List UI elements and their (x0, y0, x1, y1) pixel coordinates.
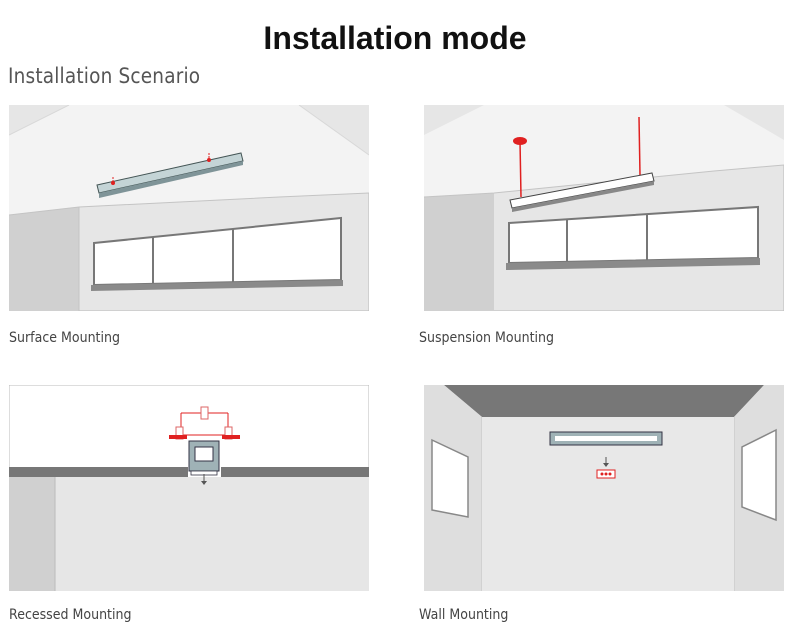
surface-mounting-panel (9, 105, 369, 311)
surface-mounting-caption: Surface Mounting (9, 330, 120, 346)
suspension-mounting-illustration (424, 105, 784, 311)
recessed-mounting-panel (9, 385, 369, 591)
surface-mounting-illustration (9, 105, 369, 311)
suspension-mounting-panel (424, 105, 784, 311)
main-title: Installation mode (263, 20, 527, 56)
section-title: Installation Scenario (8, 64, 201, 88)
wall-mounting-illustration (424, 385, 784, 591)
recessed-mounting-illustration (9, 385, 369, 591)
wall-mounting-panel (424, 385, 784, 591)
suspension-mounting-caption: Suspension Mounting (419, 330, 555, 346)
recessed-mounting-caption: Recessed Mounting (9, 607, 132, 623)
wall-mounting-caption: Wall Mounting (419, 607, 509, 623)
